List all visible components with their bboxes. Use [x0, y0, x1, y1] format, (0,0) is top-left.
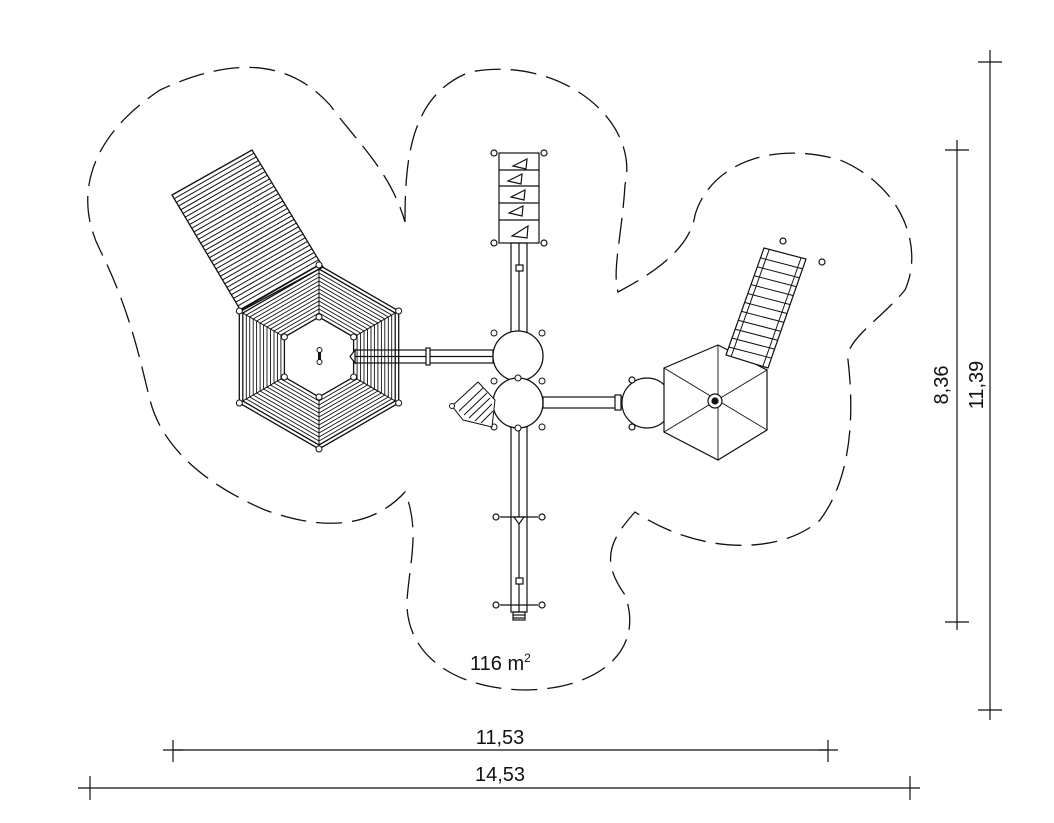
bridge-east: [542, 394, 626, 411]
height-inner-label: 8,36: [931, 366, 953, 405]
small-slide: [449, 381, 496, 428]
dimension-lines: [78, 50, 1002, 800]
north-ladder: [490, 149, 548, 334]
area-label: 116 m2: [470, 651, 531, 675]
climbing-hold-icons: [506, 157, 529, 239]
south-beam: [492, 426, 546, 621]
east-round-platform: [621, 376, 673, 431]
safety-zone-boundary: [87, 66, 913, 691]
hex-roof-tower: [663, 344, 768, 461]
height-outer-label: 11,39: [966, 361, 988, 410]
stair-ramp: [725, 237, 826, 369]
width-outer-label: 14,53: [475, 764, 525, 786]
hexagon-tower: [235, 261, 403, 453]
slide: [171, 149, 324, 312]
bridge-west: [349, 347, 494, 366]
round-platforms: [490, 329, 546, 432]
width-inner-label: 11,53: [476, 727, 525, 749]
center-post-icon: [318, 349, 321, 363]
